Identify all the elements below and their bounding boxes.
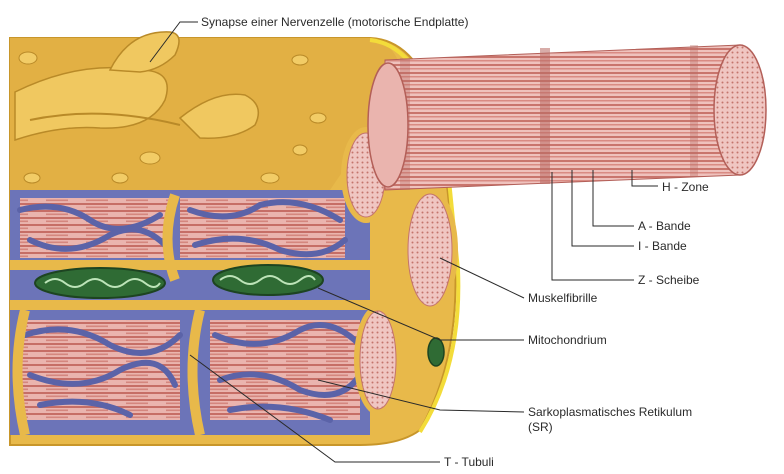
label-z-scheibe: Z - Scheibe <box>638 273 699 287</box>
label-muskelfibrille: Muskelfibrille <box>528 291 597 305</box>
label-mitochondrium: Mitochondrium <box>528 333 607 347</box>
label-t-tubuli: T - Tubuli <box>444 455 494 469</box>
extended-myofibril <box>368 45 766 190</box>
label-i-bande: I - Bande <box>638 239 687 253</box>
label-sr-line2: (SR) <box>528 420 553 434</box>
label-h-zone: H - Zone <box>662 180 709 194</box>
label-a-bande: A - Bande <box>638 219 691 233</box>
label-sr-line1: Sarkoplasmatisches Retikulum <box>528 405 692 419</box>
label-synapse: Synapse einer Nervenzelle (motorische En… <box>201 15 468 29</box>
